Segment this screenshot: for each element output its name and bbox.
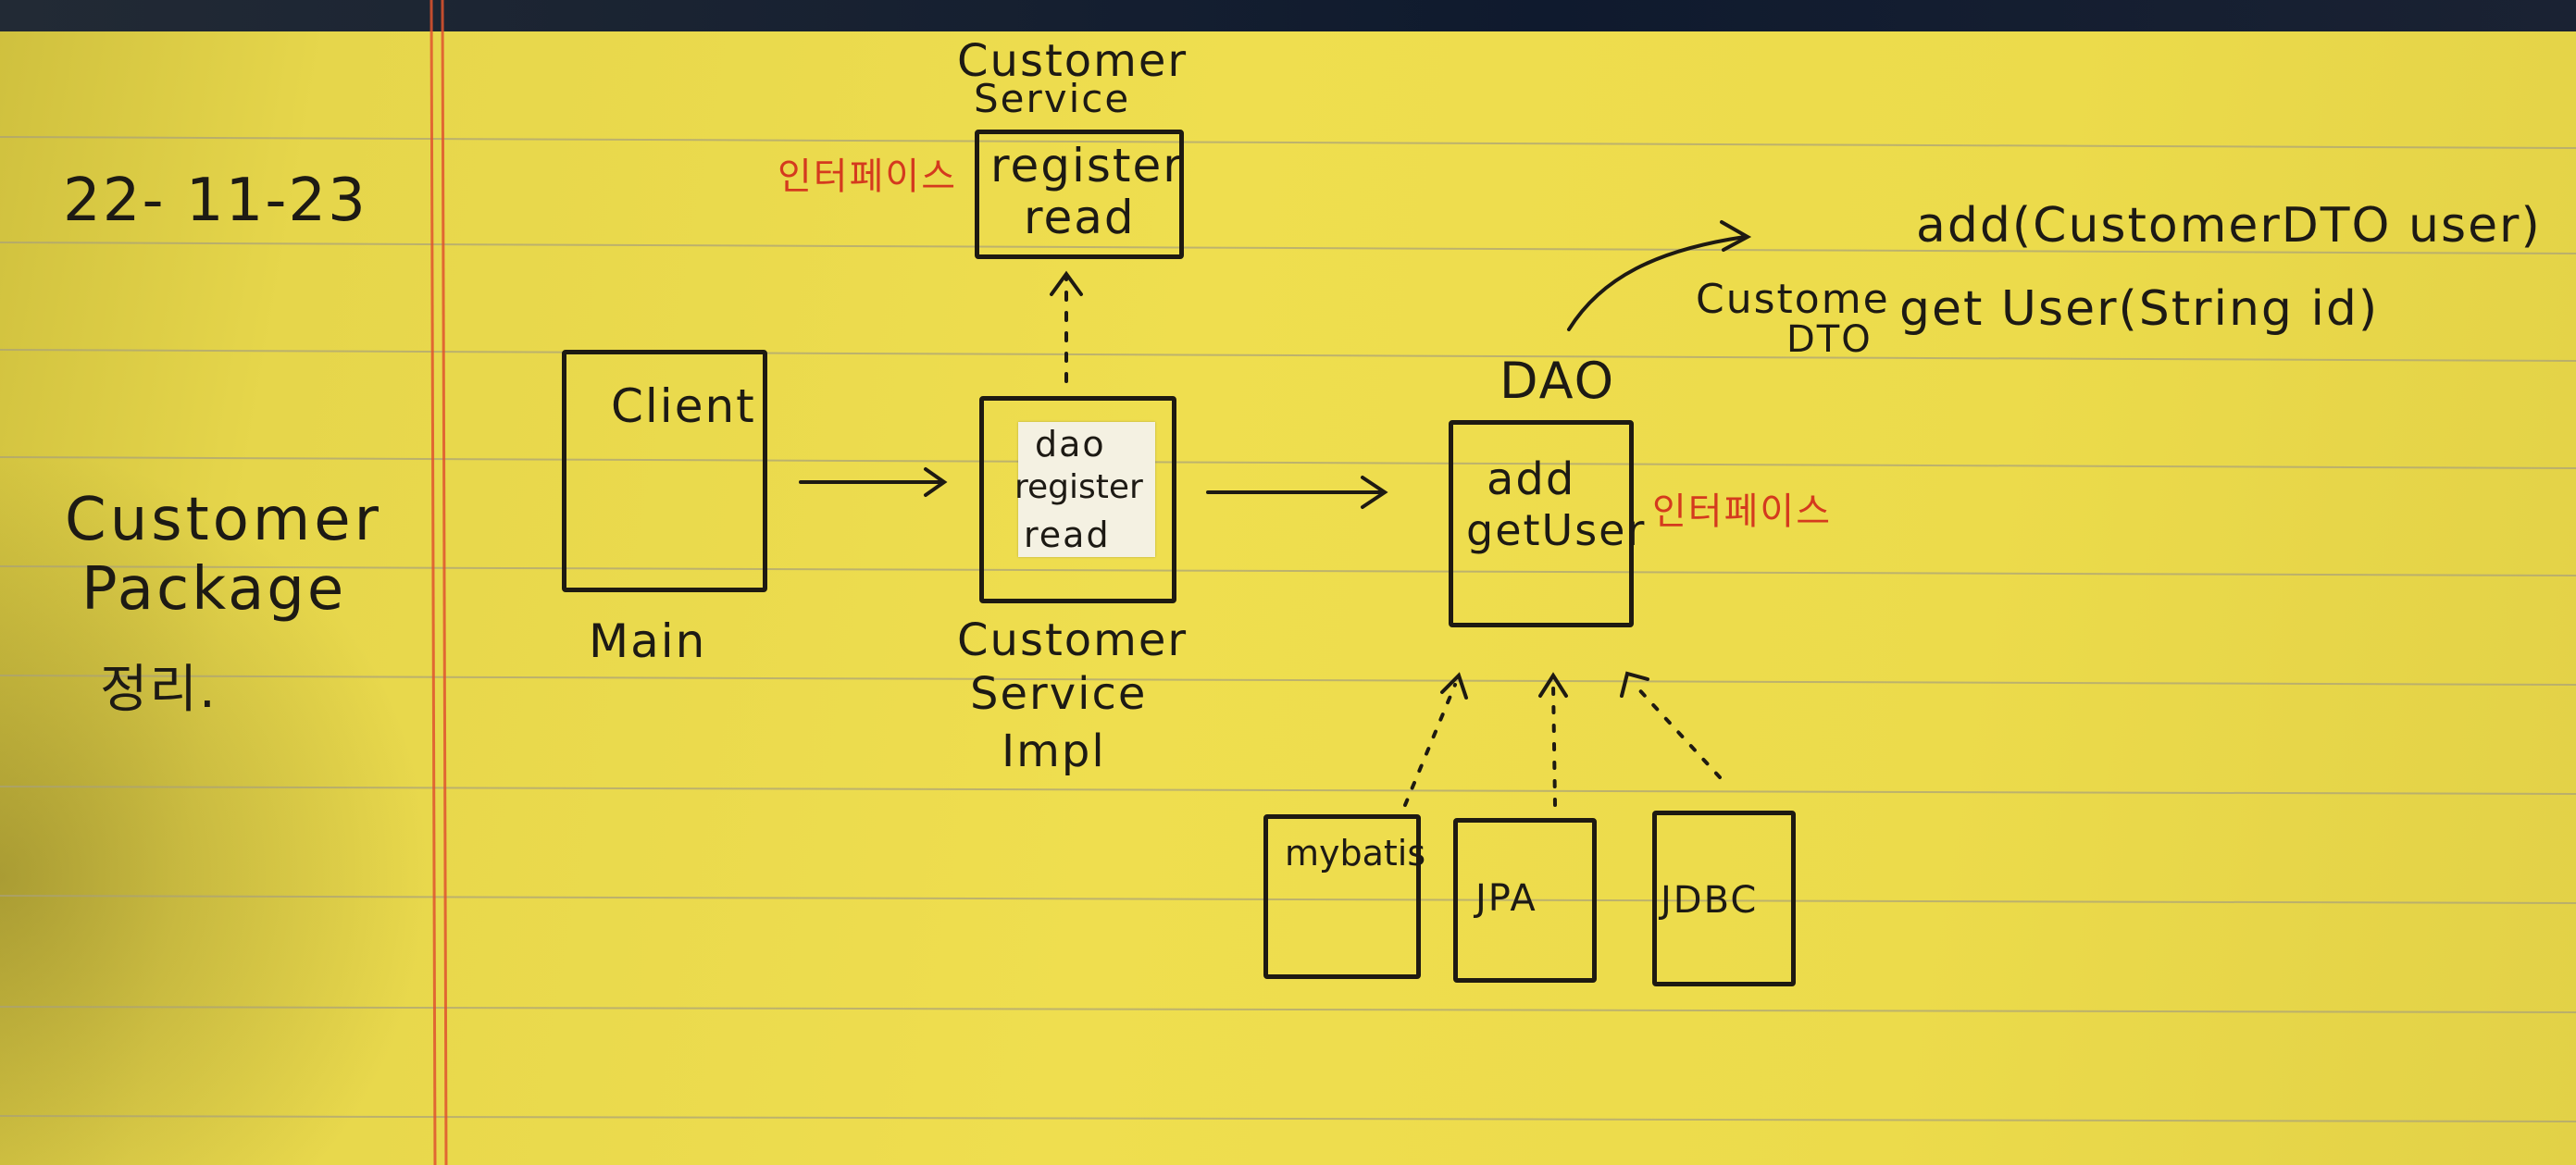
service-interface-method2: read xyxy=(1024,191,1136,244)
client-caption: Main xyxy=(589,614,707,668)
desk-background xyxy=(0,0,2576,31)
signature-add: add(CustomerDTO user) xyxy=(1916,198,2542,254)
jdbc-box xyxy=(1652,811,1796,986)
service-interface-method1: register xyxy=(990,139,1184,192)
jdbc-label: JDBC xyxy=(1661,879,1759,922)
side-note-line3: 정리. xyxy=(100,660,218,720)
dto-note-line1: Custome xyxy=(1696,276,1890,323)
dao-box xyxy=(1449,420,1634,627)
service-impl-caption-line1: Customer xyxy=(957,614,1188,666)
client-label: Client xyxy=(611,379,756,433)
service-impl-caption-line2: Service xyxy=(970,668,1148,720)
mybatis-label: mybatis xyxy=(1285,833,1426,874)
mybatis-box xyxy=(1263,814,1421,979)
shadow xyxy=(0,444,435,1165)
dao-title: DAO xyxy=(1500,352,1616,410)
dao-tag: 인터페이스 xyxy=(1652,490,1832,533)
jpa-box xyxy=(1453,818,1597,983)
jpa-label: JPA xyxy=(1475,877,1537,920)
service-impl-method2: read xyxy=(1024,514,1111,555)
arrow-dao-to-dto xyxy=(1567,235,1747,331)
service-impl-box xyxy=(979,396,1176,603)
dto-note-line2: DTO xyxy=(1786,318,1873,361)
dao-method1: add xyxy=(1487,453,1576,505)
side-note-line1: Customer xyxy=(65,486,382,554)
service-impl-field: dao xyxy=(1035,424,1106,465)
dashed-mybatis-to-dao xyxy=(1403,683,1457,807)
dao-method2: getUser xyxy=(1466,505,1647,555)
service-impl-caption-line3: Impl xyxy=(1002,725,1106,777)
client-box xyxy=(562,350,767,592)
sticky-paper xyxy=(1018,422,1155,557)
service-interface-tag: 인터페이스 xyxy=(778,155,957,198)
service-interface-title-line2: Service xyxy=(974,76,1131,121)
side-note-line2: Package xyxy=(81,555,347,624)
dashed-jdbc-to-dao xyxy=(1633,683,1722,779)
date-note: 22- 11-23 xyxy=(63,167,367,235)
dashed-jpa-to-dao xyxy=(1551,681,1557,807)
service-interface-title-line1: Customer xyxy=(957,35,1188,87)
service-interface-box xyxy=(975,130,1184,259)
service-impl-method1: register xyxy=(1014,468,1143,506)
signature-getuser: get User(String id) xyxy=(1899,281,2380,337)
